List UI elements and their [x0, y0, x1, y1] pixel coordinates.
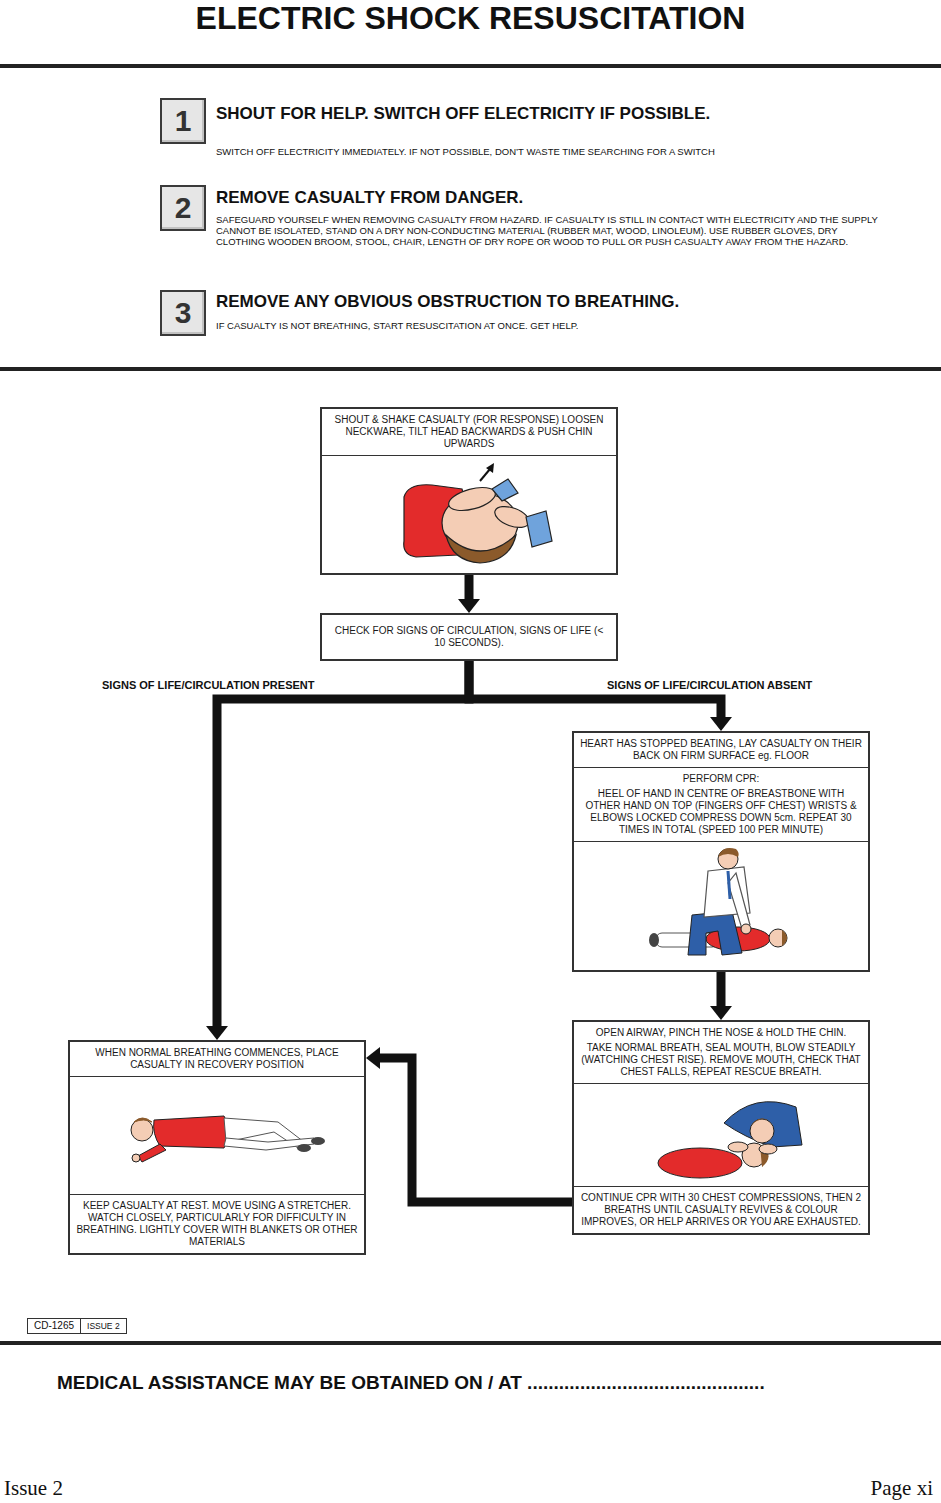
connectors — [217, 575, 721, 1202]
illustration-part — [134, 1118, 152, 1122]
process-box: CHECK FOR SIGNS OF CIRCULATION, SIGNS OF… — [320, 613, 618, 661]
illustration-part — [486, 463, 494, 473]
process-box: WHEN NORMAL BREATHING COMMENCES, PLACE C… — [68, 1040, 366, 1255]
tilt-illustration — [404, 463, 552, 563]
edge-label: SIGNS OF LIFE/CIRCULATION ABSENT — [605, 679, 814, 692]
illustration-part — [658, 1148, 742, 1178]
illustration-part — [131, 1119, 153, 1141]
step-number-box: 3 — [160, 290, 206, 336]
label-slot: IF CASUALTY IS NOT BREATHING, START RESU… — [216, 320, 594, 331]
edge-label: SIGNS OF LIFE/CIRCULATION PRESENT — [100, 679, 316, 692]
rule-line — [0, 367, 941, 371]
label-slot: REMOVE ANY OBVIOUS OBSTRUCTION TO BREATH… — [216, 292, 876, 312]
step-number: 2 — [175, 192, 192, 224]
step-number: 3 — [175, 297, 192, 329]
box-section: CONTINUE CPR WITH 30 CHEST COMPRESSIONS,… — [574, 1186, 868, 1233]
illustration-part — [741, 924, 751, 934]
label-slot: Issue 2 — [4, 1476, 63, 1500]
recovery-illustration — [131, 1116, 325, 1162]
step-note: IF CASUALTY IS NOT BREATHING, START RESU… — [216, 320, 594, 331]
process-box: SHOUT & SHAKE CASUALTY (FOR RESPONSE) LO… — [320, 407, 618, 575]
illustration-part — [750, 1118, 776, 1127]
flow-arrow — [217, 661, 469, 1027]
box-section: HEART HAS STOPPED BEATING, LAY CASUALTY … — [574, 733, 868, 767]
label-slot: REMOVE CASUALTY FROM DANGER. — [216, 188, 876, 208]
step-note: SWITCH OFF ELECTRICITY IMMEDIATELY. IF N… — [216, 146, 906, 157]
box-text: CHECK FOR SIGNS OF CIRCULATION, SIGNS OF… — [328, 625, 610, 649]
illustration-part — [649, 933, 659, 947]
breath-illustration — [658, 1102, 802, 1178]
step-number: 1 — [175, 105, 192, 137]
label-slot: SAFEGUARD YOURSELF WHEN REMOVING CASUALT… — [216, 214, 881, 247]
illustration-part — [132, 1154, 140, 1162]
illustration-part — [728, 1142, 748, 1152]
illustration-part — [446, 483, 498, 515]
title-slot: ELECTRIC SHOCK RESUSCITATION — [0, 0, 941, 36]
rule-line — [0, 1341, 941, 1345]
edge-label-slot: SIGNS OF LIFE/CIRCULATION ABSENT — [605, 679, 814, 692]
process-box: OPEN AIRWAY, PINCH THE NOSE & HOLD THE C… — [572, 1020, 870, 1235]
cpr-illustration — [649, 848, 787, 955]
document-code-box: CD-1265ISSUE 2 — [27, 1318, 127, 1334]
step-heading: SHOUT FOR HELP. SWITCH OFF ELECTRICITY I… — [216, 104, 876, 124]
illustration-part — [480, 469, 490, 481]
rule-line — [0, 64, 941, 68]
illustration-part — [154, 1116, 229, 1148]
box-text: HEART HAS STOPPED BEATING, LAY CASUALTY … — [580, 738, 862, 762]
illustration-area — [70, 1076, 364, 1194]
step-heading: REMOVE ANY OBVIOUS OBSTRUCTION TO BREATH… — [216, 292, 876, 312]
page-number: Page xi — [871, 1476, 933, 1500]
step-heading: REMOVE CASUALTY FROM DANGER. — [216, 188, 876, 208]
label-slot: Page xi — [871, 1476, 933, 1500]
edge-label-slot: SIGNS OF LIFE/CIRCULATION PRESENT — [100, 679, 316, 692]
box-text: SHOUT & SHAKE CASUALTY (FOR RESPONSE) LO… — [328, 414, 610, 450]
illustration-part — [728, 873, 750, 929]
flow-arrow — [465, 575, 474, 600]
box-text: OPEN AIRWAY, PINCH THE NOSE & HOLD THE C… — [580, 1027, 862, 1039]
illustration-part — [688, 911, 742, 955]
illustration-part — [311, 1137, 325, 1145]
illustration-part — [769, 929, 787, 947]
box-section: PERFORM CPR: HEEL OF HAND IN CENTRE OF BR… — [574, 767, 868, 841]
page-issue: Issue 2 — [4, 1476, 63, 1500]
document-code: CD-1265 — [28, 1319, 80, 1333]
illustration-area — [574, 841, 868, 970]
illustration-part — [492, 479, 518, 501]
illustration-part — [759, 1144, 777, 1154]
page-title: ELECTRIC SHOCK RESUSCITATION — [0, 0, 941, 36]
footer-note: MEDICAL ASSISTANCE MAY BE OBTAINED ON / … — [57, 1372, 765, 1394]
box-text: KEEP CASUALTY AT REST. MOVE USING A STRE… — [76, 1200, 358, 1248]
label-slot: SHOUT FOR HELP. SWITCH OFF ELECTRICITY I… — [216, 104, 876, 124]
illustration-part — [138, 1144, 166, 1162]
step-note: SAFEGUARD YOURSELF WHEN REMOVING CASUALT… — [216, 214, 881, 247]
step-number-box: 1 — [160, 98, 206, 144]
illustration-part — [718, 849, 738, 869]
box-section: WHEN NORMAL BREATHING COMMENCES, PLACE C… — [70, 1042, 364, 1076]
illustration-part — [718, 848, 739, 857]
box-text: HEEL OF HAND IN CENTRE OF BREASTBONE WIT… — [580, 788, 862, 836]
box-section: SHOUT & SHAKE CASUALTY (FOR RESPONSE) LO… — [322, 409, 616, 455]
box-section: KEEP CASUALTY AT REST. MOVE USING A STRE… — [70, 1194, 364, 1253]
illustration-area — [322, 455, 616, 573]
flow-arrow — [379, 1058, 572, 1202]
step-number-box: 2 — [160, 185, 206, 231]
box-text: TAKE NORMAL BREATH, SEAL MOUTH, BLOW STE… — [580, 1042, 862, 1078]
process-box: HEART HAS STOPPED BEATING, LAY CASUALTY … — [572, 731, 870, 972]
label-slot: SWITCH OFF ELECTRICITY IMMEDIATELY. IF N… — [216, 146, 906, 157]
box-text: WHEN NORMAL BREATHING COMMENCES, PLACE C… — [76, 1047, 358, 1071]
box-section: OPEN AIRWAY, PINCH THE NOSE & HOLD THE C… — [574, 1022, 868, 1083]
document-code: ISSUE 2 — [80, 1319, 126, 1333]
box-text: CONTINUE CPR WITH 30 CHEST COMPRESSIONS,… — [580, 1192, 862, 1228]
label-slot: MEDICAL ASSISTANCE MAY BE OBTAINED ON / … — [57, 1372, 765, 1394]
illustration-part — [724, 1102, 802, 1147]
illustration-area — [574, 1083, 868, 1186]
box-section: CHECK FOR SIGNS OF CIRCULATION, SIGNS OF… — [322, 615, 616, 659]
box-text: PERFORM CPR: — [580, 773, 862, 785]
illustration-part — [526, 511, 552, 547]
illustration-part — [728, 871, 730, 899]
flow-arrow — [717, 972, 726, 1007]
illustration-part — [297, 1144, 311, 1152]
illustration-part — [782, 930, 787, 946]
illustration-part — [446, 535, 516, 563]
